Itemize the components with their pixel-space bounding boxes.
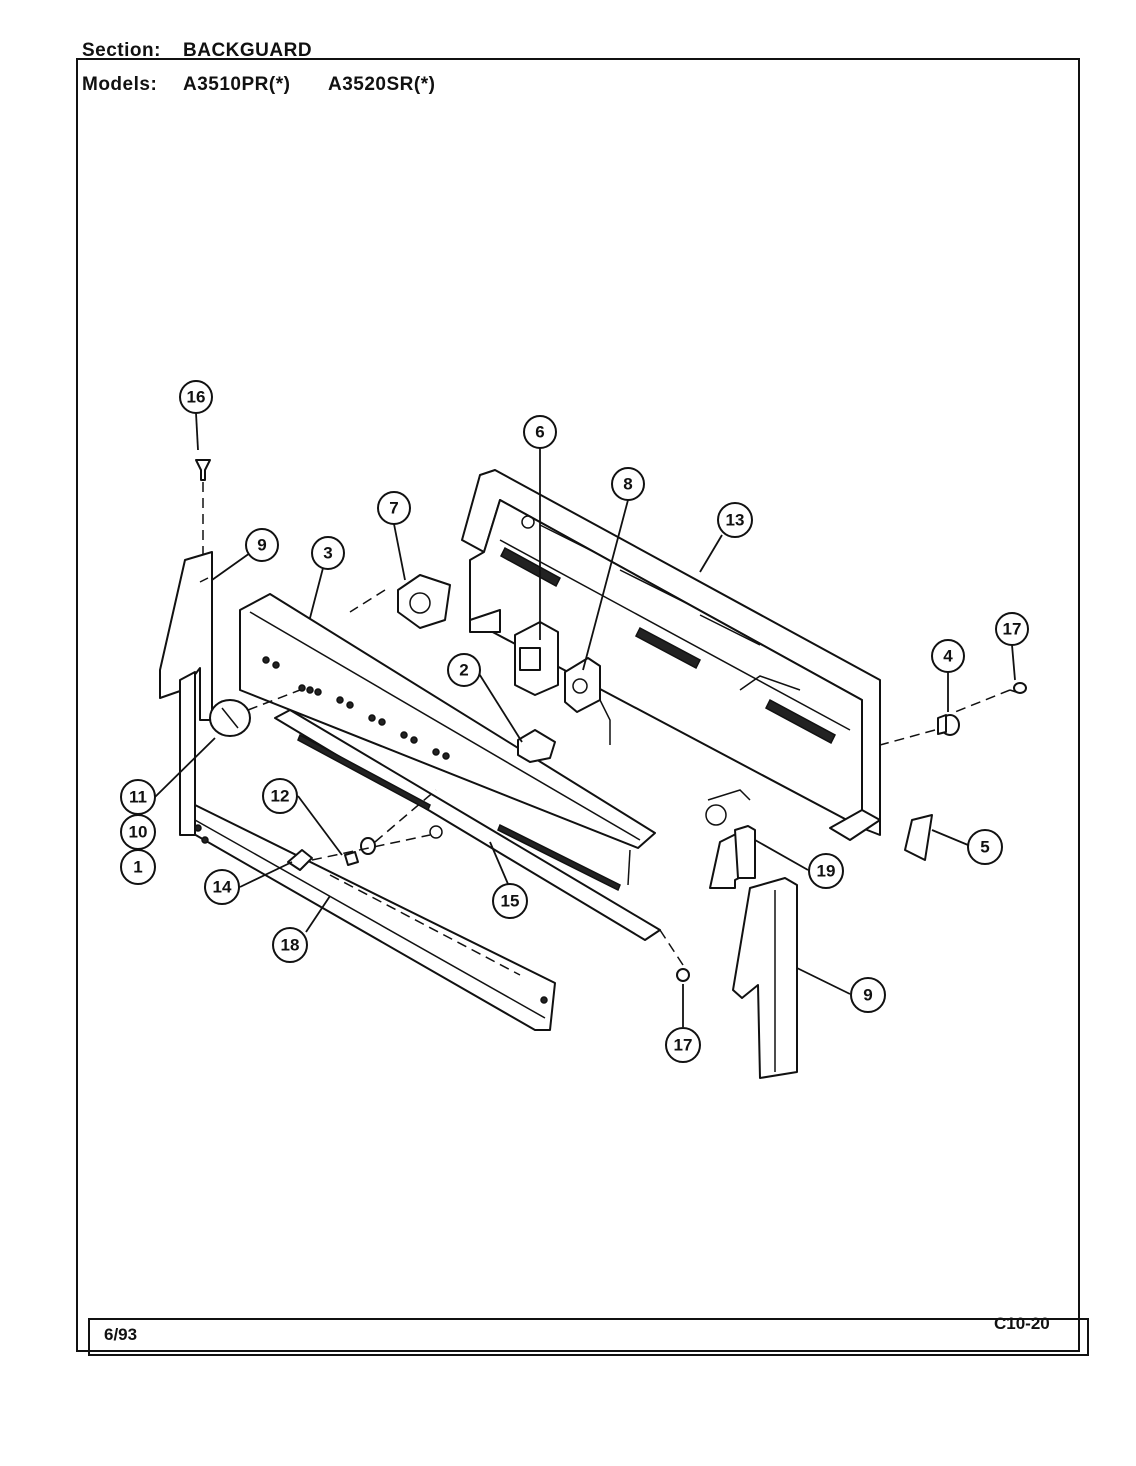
- svg-text:4: 4: [943, 647, 953, 666]
- svg-text:9: 9: [257, 536, 266, 555]
- part-2-small-switch: [517, 729, 556, 763]
- callout-17-bottom: 17: [665, 1027, 701, 1063]
- callout-12: 12: [262, 778, 298, 814]
- diagram-frame: [76, 58, 1080, 1352]
- callout-10: 10: [120, 814, 156, 850]
- part-7-clock: [397, 574, 451, 629]
- callout-18: 18: [272, 927, 308, 963]
- callout-6: 6: [523, 415, 557, 449]
- footer-frame: [88, 1318, 1089, 1356]
- model-number-1: A3510PR(*): [183, 74, 291, 95]
- footer-date: 6/93: [104, 1325, 138, 1344]
- part-14-bushing: [287, 849, 313, 871]
- callout-17-top: 17: [995, 612, 1029, 646]
- part-9-end-cap-left: [159, 551, 213, 836]
- callout-7: 7: [377, 491, 411, 525]
- svg-text:6: 6: [535, 423, 544, 442]
- svg-text:1: 1: [133, 858, 142, 877]
- part-spring-clip: [429, 825, 443, 839]
- part-16-screw: [195, 459, 211, 481]
- svg-text:2: 2: [459, 661, 468, 680]
- part-19-bracket: [705, 789, 756, 889]
- callout-16: 16: [179, 380, 213, 414]
- callout-4: 4: [931, 639, 965, 673]
- model-number-2: A3520SR(*): [328, 74, 436, 95]
- svg-text:5: 5: [980, 838, 989, 857]
- callout-19: 19: [808, 853, 844, 889]
- part-8-receptacle: [564, 657, 611, 745]
- callout-14: 14: [204, 869, 240, 905]
- callout-5: 5: [967, 829, 1003, 865]
- callout-9-top: 9: [245, 528, 279, 562]
- svg-text:12: 12: [271, 787, 290, 806]
- callout-3: 3: [311, 536, 345, 570]
- svg-text:15: 15: [501, 892, 520, 911]
- svg-text:16: 16: [187, 388, 206, 407]
- models-label: Models:: [82, 74, 158, 95]
- svg-text:17: 17: [674, 1036, 693, 1055]
- svg-text:18: 18: [281, 936, 300, 955]
- svg-text:13: 13: [726, 511, 745, 530]
- part-9-end-cap-right: [732, 877, 798, 1079]
- section-title: BACKGUARD: [183, 40, 313, 61]
- callout-8: 8: [611, 467, 645, 501]
- part-6-switch: [514, 621, 559, 696]
- svg-text:14: 14: [213, 878, 232, 897]
- part-4-fastener: [937, 714, 960, 736]
- alignment-lines: [202, 482, 1011, 976]
- part-3-control-panel: [239, 593, 656, 886]
- footer-code: C10-20: [994, 1314, 1050, 1333]
- callout-1: 1: [120, 849, 156, 885]
- svg-text:8: 8: [623, 475, 632, 494]
- callout-9-bottom: 9: [850, 977, 886, 1013]
- part-17-nut-bottom: [676, 968, 690, 982]
- callout-11: 11: [120, 779, 156, 815]
- svg-text:3: 3: [323, 544, 332, 563]
- part-13-rear-panel: [461, 469, 881, 841]
- part-5-small-bracket: [904, 814, 933, 861]
- svg-text:10: 10: [129, 823, 148, 842]
- part-15-channel: [274, 709, 661, 941]
- part-17-screw-top: [1009, 682, 1027, 694]
- svg-text:17: 17: [1003, 620, 1022, 639]
- svg-text:11: 11: [129, 788, 147, 807]
- section-label: Section:: [82, 40, 161, 61]
- callout-2: 2: [447, 653, 481, 687]
- part-11-knob: [209, 699, 251, 737]
- svg-text:19: 19: [817, 862, 836, 881]
- leader-lines: [154, 412, 1016, 1027]
- callout-15: 15: [492, 883, 528, 919]
- svg-text:9: 9: [863, 986, 872, 1005]
- callout-13: 13: [717, 502, 753, 538]
- svg-text:7: 7: [389, 499, 398, 518]
